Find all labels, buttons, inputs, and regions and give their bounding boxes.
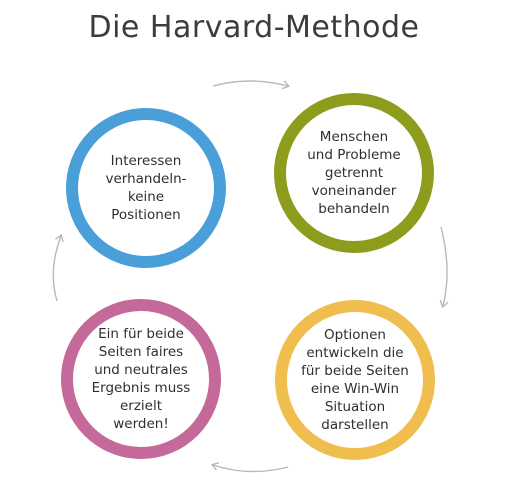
circle-menschen: Menschen und Probleme getrennt voneinand… bbox=[274, 93, 434, 253]
circle-optionen-text: Optionen entwickeln die für beide Seiten… bbox=[301, 327, 409, 433]
circle-optionen: Optionen entwickeln die für beide Seiten… bbox=[275, 300, 435, 460]
circle-menschen-text: Menschen und Probleme getrennt voneinand… bbox=[307, 129, 401, 217]
circle-ergebnis-text: Ein für beide Seiten faires und neutrale… bbox=[91, 326, 191, 432]
circle-interessen: Interessen verhandeln- keine Positionen bbox=[66, 108, 226, 268]
arrow-left bbox=[52, 233, 64, 302]
diagram-title: Die Harvard-Methode bbox=[88, 10, 420, 45]
circle-ergebnis: Ein für beide Seiten faires und neutrale… bbox=[61, 299, 221, 459]
arrow-right bbox=[439, 226, 449, 309]
circle-interessen-text: Interessen verhandeln- keine Positionen bbox=[105, 153, 187, 223]
arrow-top bbox=[212, 80, 291, 90]
arrow-bottom bbox=[210, 462, 289, 473]
